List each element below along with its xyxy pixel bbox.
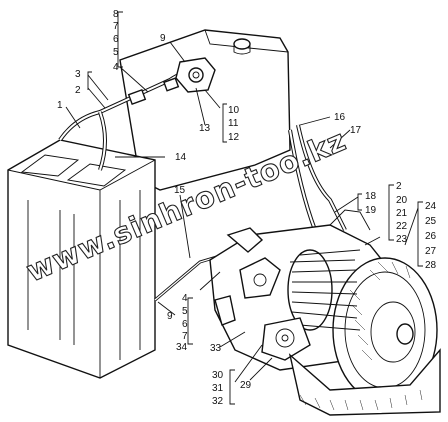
callout-19: 19 bbox=[365, 205, 377, 216]
callout-20: 20 bbox=[396, 195, 408, 206]
callout-30: 30 bbox=[212, 370, 224, 381]
callout-2-right: 2 bbox=[396, 181, 402, 192]
callout-13: 13 bbox=[199, 123, 211, 134]
callout-21: 21 bbox=[396, 208, 408, 219]
callout-9-lower: 9 bbox=[167, 311, 173, 322]
callout-6-lower: 6 bbox=[182, 319, 188, 330]
callout-1: 1 bbox=[57, 100, 63, 111]
callout-18: 18 bbox=[365, 191, 377, 202]
callout-4-lower: 4 bbox=[182, 293, 188, 304]
callout-labels: 8 7 6 5 4 9 3 2 1 10 11 12 13 14 16 17 1… bbox=[57, 9, 437, 407]
callout-27: 27 bbox=[425, 246, 437, 257]
callout-22: 22 bbox=[396, 221, 408, 232]
callout-15: 15 bbox=[174, 185, 186, 196]
callout-31: 31 bbox=[212, 383, 224, 394]
callout-7: 7 bbox=[113, 21, 119, 32]
filter-assembly bbox=[127, 57, 216, 105]
callout-29: 29 bbox=[240, 380, 252, 391]
callout-25: 25 bbox=[425, 216, 437, 227]
callout-8: 8 bbox=[113, 9, 119, 20]
callout-10: 10 bbox=[228, 105, 240, 116]
pump-housing bbox=[261, 317, 311, 361]
callout-6: 6 bbox=[113, 34, 119, 45]
transmission bbox=[209, 209, 441, 416]
callout-16: 16 bbox=[334, 112, 346, 123]
callout-32: 32 bbox=[212, 396, 224, 407]
callout-34: 34 bbox=[176, 342, 188, 353]
front-tank bbox=[7, 139, 156, 379]
callout-12: 12 bbox=[228, 132, 240, 143]
callout-4: 4 bbox=[113, 62, 119, 73]
callout-11: 11 bbox=[228, 118, 239, 129]
callout-17: 17 bbox=[350, 125, 362, 136]
callout-14: 14 bbox=[175, 152, 187, 163]
callout-28: 28 bbox=[425, 260, 437, 271]
callout-3: 3 bbox=[75, 69, 81, 80]
filler-cap bbox=[233, 38, 251, 50]
callout-2: 2 bbox=[75, 85, 81, 96]
callout-23: 23 bbox=[396, 234, 408, 245]
callout-24: 24 bbox=[425, 201, 437, 212]
callout-33: 33 bbox=[210, 343, 222, 354]
callout-5: 5 bbox=[113, 47, 119, 58]
callout-7-lower: 7 bbox=[182, 331, 188, 342]
leader-lines bbox=[65, 11, 423, 405]
callout-9: 9 bbox=[160, 33, 166, 44]
callout-5-lower: 5 bbox=[182, 306, 188, 317]
callout-26: 26 bbox=[425, 231, 437, 242]
